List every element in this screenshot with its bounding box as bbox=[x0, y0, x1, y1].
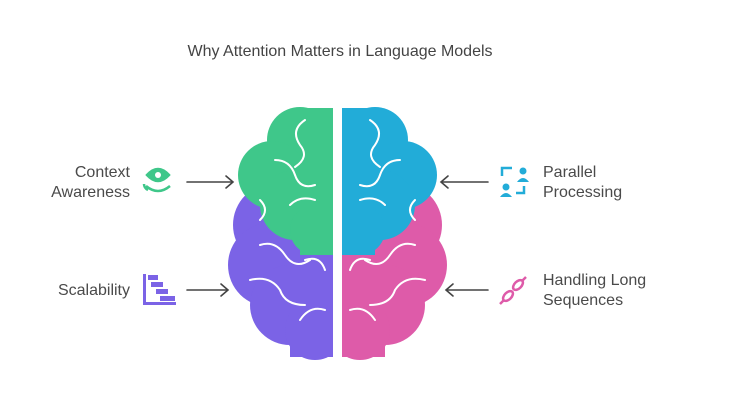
label-line: Scalability bbox=[57, 282, 130, 299]
people-exchange-icon bbox=[500, 166, 529, 197]
eye-cycle-icon bbox=[142, 167, 171, 193]
label-scalability: Scalability bbox=[58, 281, 130, 301]
arrow-context bbox=[186, 175, 235, 189]
label-line: Handling Long bbox=[543, 272, 647, 289]
arrow-scalability bbox=[186, 283, 230, 297]
label-line: Awareness bbox=[51, 184, 130, 201]
arrow-parallel bbox=[439, 175, 489, 189]
brain-lobe-green bbox=[238, 107, 333, 255]
label-line: Processing bbox=[543, 184, 623, 201]
bar-stack-icon bbox=[143, 274, 176, 305]
label-context-awareness: Context Awareness bbox=[51, 163, 130, 203]
chain-link-icon bbox=[499, 276, 527, 305]
brain-folds bbox=[249, 119, 426, 321]
brain-lobe-blue bbox=[342, 107, 437, 255]
label-parallel-processing: Parallel Processing bbox=[543, 163, 622, 203]
label-line: Parallel bbox=[543, 164, 597, 181]
diagram-title: Why Attention Matters in Language Models bbox=[187, 43, 493, 60]
label-handling-long-sequences: Handling Long Sequences bbox=[543, 271, 646, 311]
label-line: Sequences bbox=[543, 292, 624, 309]
arrow-long-sequences bbox=[444, 283, 489, 297]
label-line: Context bbox=[74, 164, 130, 181]
